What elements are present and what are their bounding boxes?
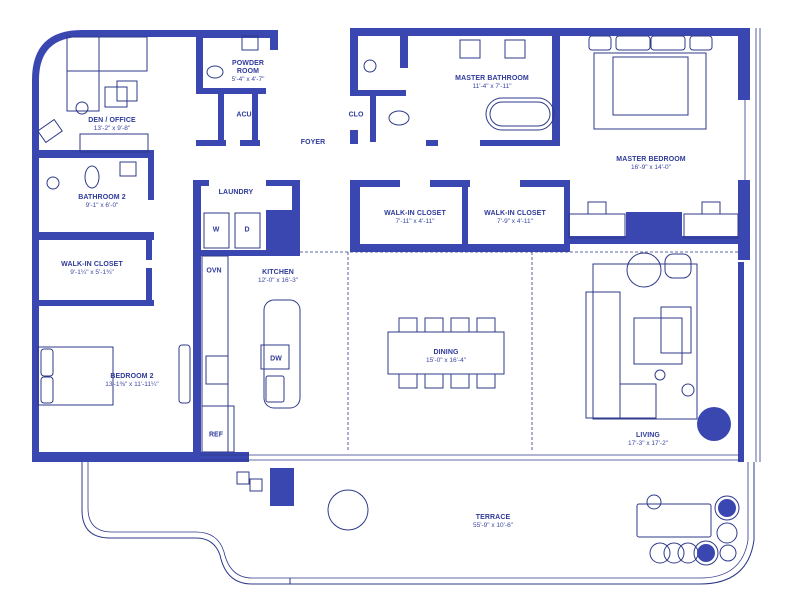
dishwasher-label: DW <box>270 355 282 363</box>
room-label-powder-room: POWDER ROOM 5'-4" x 4'-7" <box>231 60 265 84</box>
room-label-walk-in-closet-2: WALK-IN CLOSET 7'-9" x 4'-11" <box>484 210 546 226</box>
room-label-kitchen: KITCHEN 12'-0" x 16'-3" <box>258 269 298 285</box>
washer <box>203 212 230 249</box>
room-label-master-bathroom: MASTER BATHROOM 11'-4" x 7'-11" <box>455 75 529 91</box>
room-label-laundry: LAUNDRY <box>218 189 254 196</box>
room-label-dining: DINING 15'-0" x 16'-4" <box>426 349 466 365</box>
den-sofa <box>66 36 148 72</box>
terrace-table <box>327 489 369 531</box>
room-label-terrace: TERRACE 55'-9" x 10'-6" <box>473 514 513 530</box>
dining-table <box>387 331 505 375</box>
bedroom2-bed <box>37 346 114 406</box>
living-sofa <box>592 263 698 420</box>
exterior-wall-curved <box>32 30 200 460</box>
room-label-bathroom-2: BATHROOM 2 9'-1" x 6'-0" <box>78 194 126 210</box>
room-label-living: LIVING 17'-3" x 17'-2" <box>628 432 668 448</box>
refrigerator-label: REF <box>209 431 223 439</box>
acu-label: ACU <box>236 111 252 119</box>
room-label-foyer: FOYER <box>300 139 326 146</box>
kitchen-island <box>263 299 301 409</box>
closet-label: CLO <box>348 111 364 119</box>
master-bed <box>593 52 707 130</box>
bathtub <box>485 97 555 131</box>
room-label-den: DEN / OFFICE 13'-2" x 9'-8" <box>88 117 136 133</box>
washer-label: W <box>212 226 220 234</box>
room-label-walk-in-closet-bed2: WALK-IN CLOSET 9'-1¼" x 5'-1¾" <box>61 261 123 277</box>
round-ottoman <box>697 407 731 441</box>
dryer-label: D <box>244 226 250 234</box>
room-label-walk-in-closet-1: WALK-IN CLOSET 7'-11" x 4'-11" <box>384 210 446 226</box>
room-label-bedroom-2: BEDROOM 2 13'-1⅜" x 11'-11¼" <box>105 373 159 389</box>
oven-label: OVN <box>206 267 222 275</box>
room-label-master-bedroom: MASTER BEDROOM 16'-9" x 14'-0" <box>616 156 686 172</box>
terrace-outline <box>81 462 755 585</box>
